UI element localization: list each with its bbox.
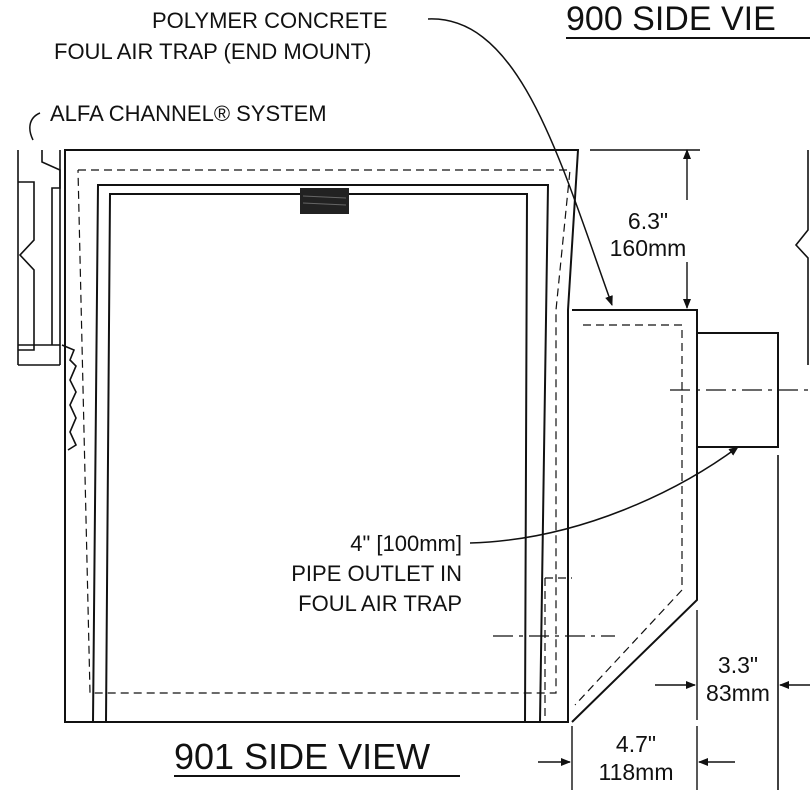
view-title-901: 901 SIDE VIEW (174, 736, 430, 777)
label-outlet-line3: FOUL AIR TRAP (298, 591, 462, 616)
dim-width-mm: 118mm (599, 759, 674, 785)
label-outlet-line1: 4" [100mm] (350, 531, 462, 556)
dimension-height (590, 149, 700, 309)
dim-height-in: 6.3" (628, 208, 668, 234)
label-channel: ALFA CHANNEL® SYSTEM (50, 101, 327, 126)
dim-height-mm: 160mm (610, 235, 687, 261)
channel-fragment-left (17, 150, 78, 451)
grate-clip (300, 188, 349, 214)
trap-body (64, 149, 615, 723)
view-title-900: 900 SIDE VIE (566, 0, 776, 38)
dimension-width (538, 726, 735, 790)
dim-depth-mm: 83mm (706, 680, 770, 706)
leader-channel (29, 112, 41, 141)
dimension-depth (655, 610, 810, 720)
label-trap-line2: FOUL AIR TRAP (END MOUNT) (54, 39, 371, 64)
channel-fragment-right (777, 150, 809, 790)
dim-width-in: 4.7" (616, 731, 656, 757)
dim-depth-in: 3.3" (718, 652, 758, 678)
label-trap-line1: POLYMER CONCRETE (152, 8, 388, 33)
label-outlet-line2: PIPE OUTLET IN (291, 561, 462, 586)
leader-trap (427, 18, 613, 306)
leader-outlet (469, 446, 739, 544)
